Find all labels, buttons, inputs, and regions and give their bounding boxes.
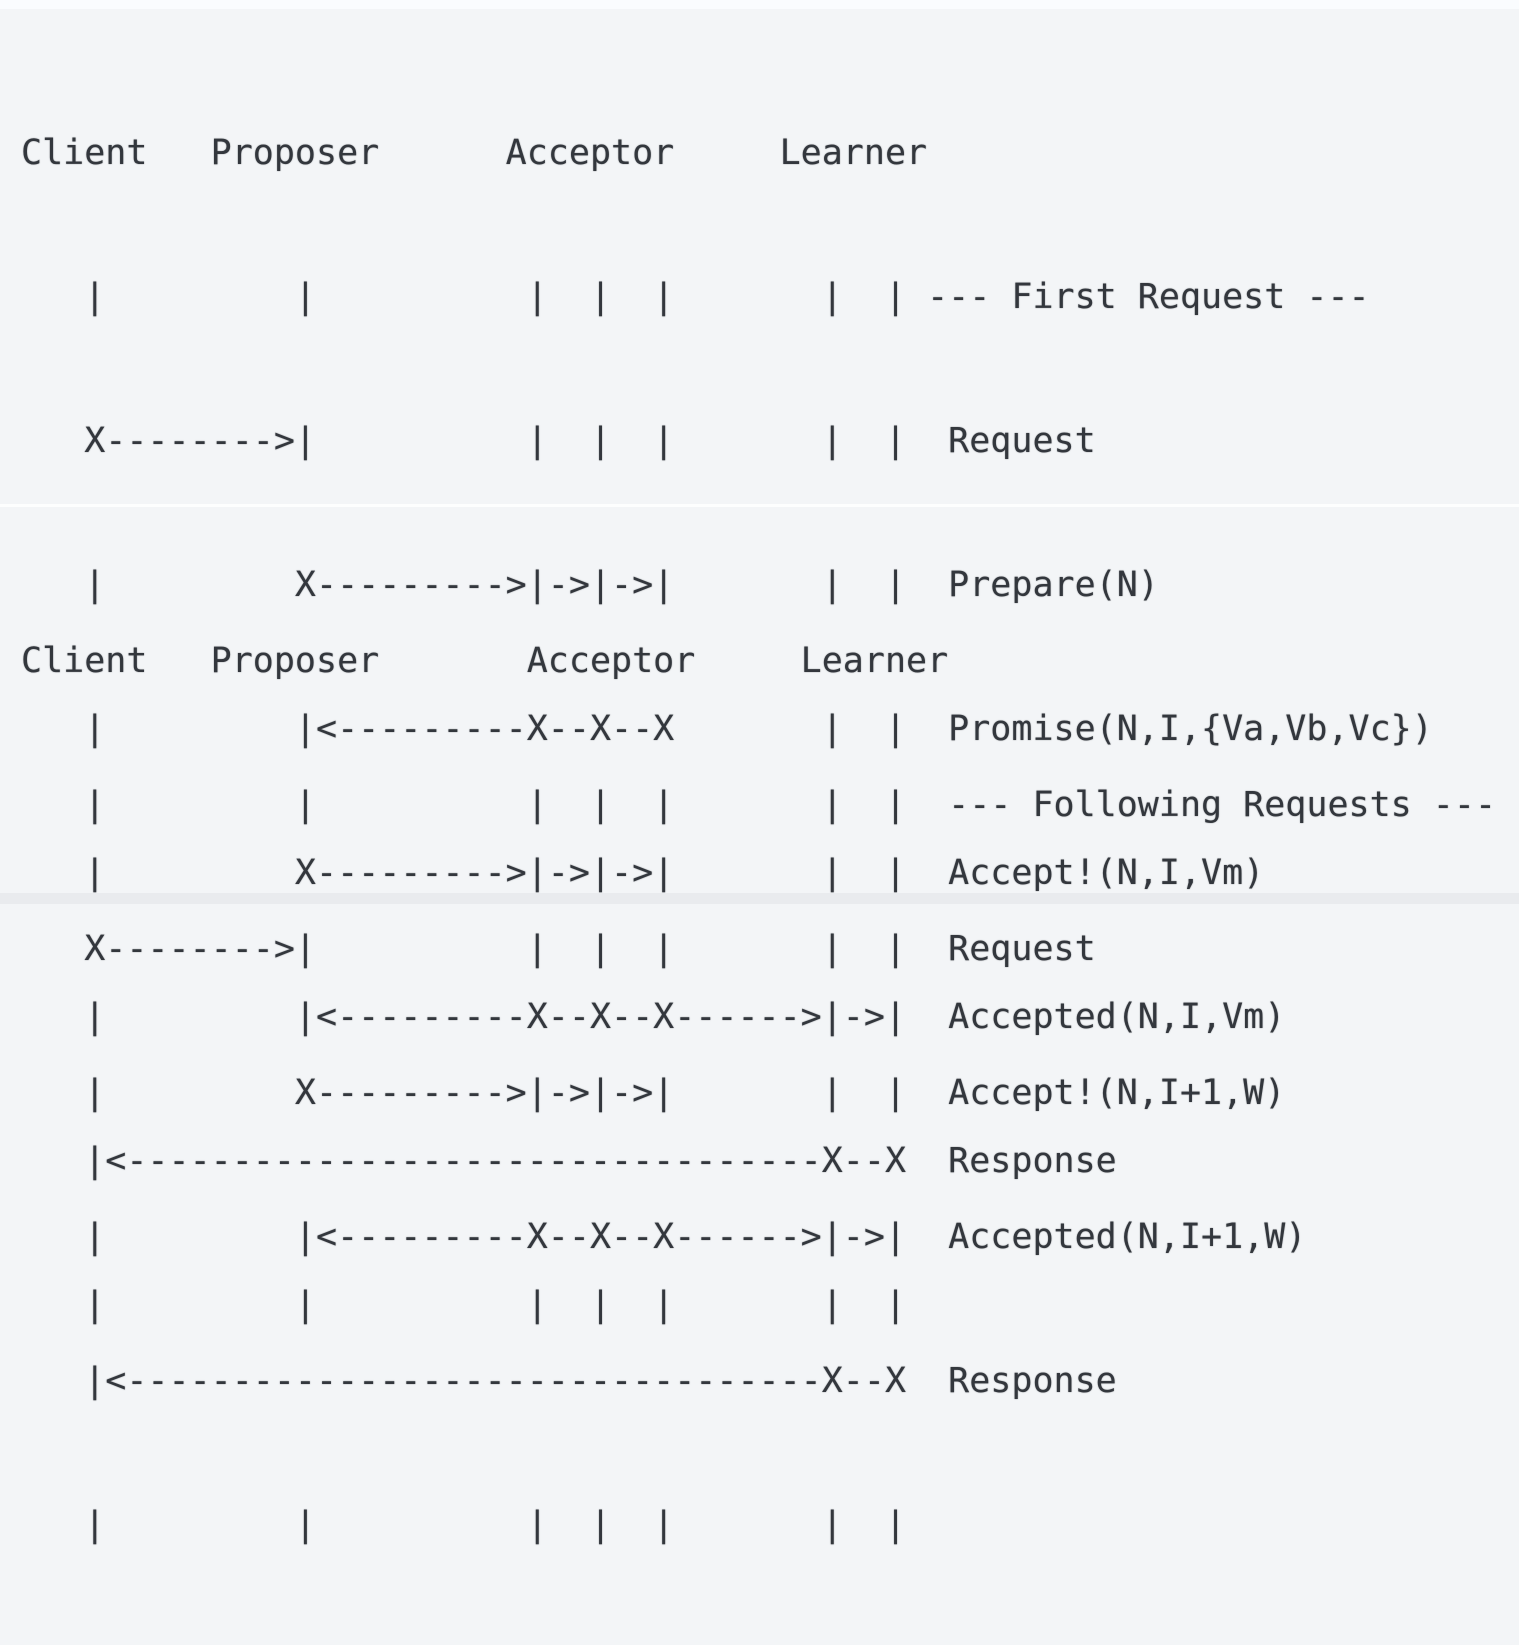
ascii-line: | | | | | | | --- Following Requests --- [21,785,1497,825]
ascii-line: | X--------->|->|->| | | Accept!(N,I,Vm) [21,853,1265,893]
ascii-line: | |<---------X--X--X------>|->| Accepted… [21,1217,1307,1257]
bottom-edge-strip [0,893,1519,904]
ascii-line: Client Proposer Acceptor Learner [21,641,949,681]
ascii-line: X-------->| | | | | | Request [21,421,1096,461]
following-requests-diagram: Client Proposer Acceptor Learner | | | |… [21,541,1496,1645]
ascii-line: |<---------------------------------X--X … [21,1361,1117,1401]
ascii-line: | X--------->|->|->| | | Accept!(N,I+1,W… [21,1073,1286,1113]
ascii-line: | | | | | | | [21,1505,907,1545]
section-separator-line [0,504,1519,507]
ascii-line: | | | | | | | --- First Request --- [21,277,1370,317]
paxos-ascii-diagram-screen: Client Proposer Acceptor Learner | | | |… [0,0,1519,1545]
ascii-line: | |<---------X--X--X | | Promise(N,I,{Va… [21,709,1433,749]
ascii-line: X-------->| | | | | | Request [21,929,1096,969]
ascii-line: | X--------->|->|->| | | Prepare(N) [21,565,1159,605]
ascii-line: Client Proposer Acceptor Learner [21,133,928,173]
top-edge-strip [0,0,1519,9]
